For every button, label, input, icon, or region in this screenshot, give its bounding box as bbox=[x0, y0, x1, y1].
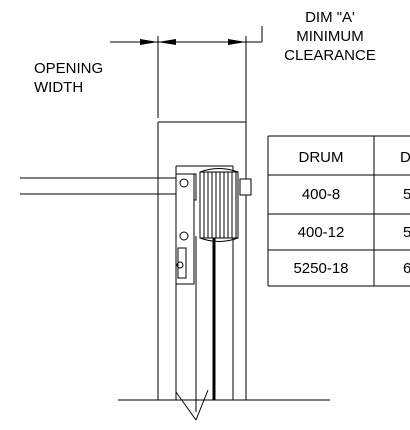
table-header-d: D bbox=[400, 149, 410, 166]
table-cell: 6 bbox=[403, 260, 410, 277]
dimension-arrows bbox=[140, 39, 246, 45]
bracket-plate bbox=[175, 173, 195, 285]
table-cell: 400-12 bbox=[298, 224, 345, 241]
table-cell: 400-8 bbox=[302, 186, 340, 203]
table-cell: 5 bbox=[403, 224, 410, 241]
dim-a-label-3: CLEARANCE bbox=[284, 47, 376, 64]
dim-a-label-2: MINIMUM bbox=[296, 28, 364, 45]
opening-width-label-1: OPENING bbox=[34, 60, 103, 77]
opening-width-label-2: WIDTH bbox=[34, 79, 83, 96]
cable-drum bbox=[199, 168, 239, 242]
table-cell: 5 bbox=[403, 186, 410, 203]
dim-a-label-1: DIM "A' bbox=[305, 9, 355, 26]
shaft bbox=[20, 177, 252, 196]
door-edge bbox=[175, 236, 209, 421]
drum-table: DRUM D 400-8 5 400-12 5 5250-18 6 bbox=[267, 135, 410, 287]
table-cell: 5250-18 bbox=[293, 260, 348, 277]
table-header-drum: DRUM bbox=[299, 149, 344, 166]
